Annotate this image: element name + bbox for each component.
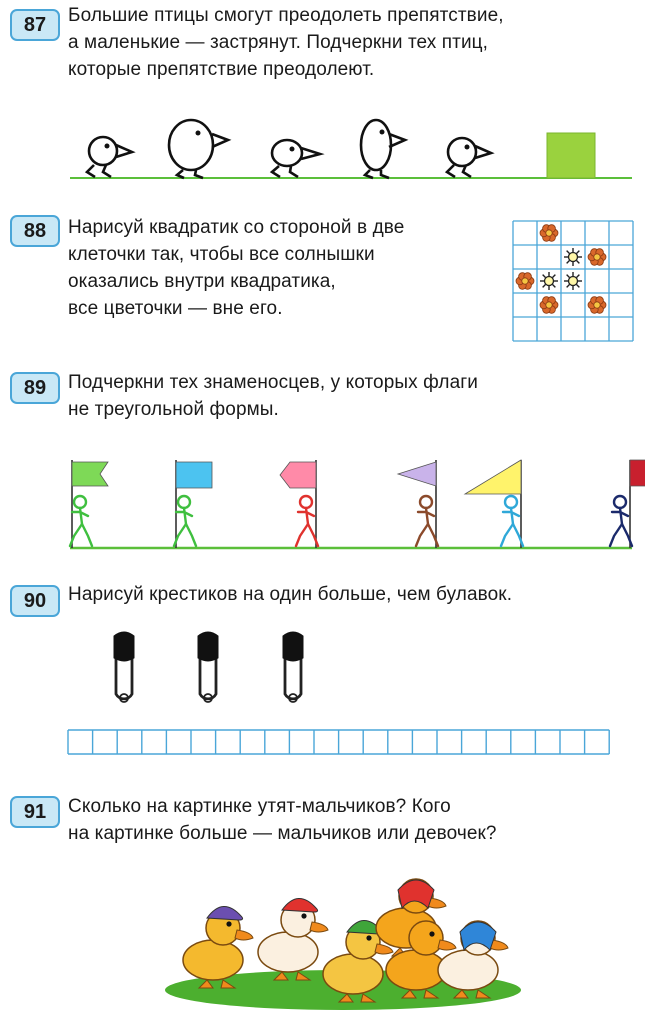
task-text-89: Подчеркни тех знаменосцев, у которых фла… xyxy=(68,372,479,420)
flag-triangle xyxy=(396,461,437,487)
sun-icon xyxy=(540,272,558,290)
task-number-89: 89 xyxy=(10,372,60,404)
duckling-2-boy xyxy=(257,898,329,981)
suns-flowers-grid[interactable] xyxy=(512,220,634,342)
sun-icon xyxy=(564,248,582,266)
task-text-87: Большие птицы смогут преодолеть препятст… xyxy=(68,5,504,80)
bird-small-1 xyxy=(84,135,136,179)
flag-triangle xyxy=(463,459,522,495)
bird-small-3 xyxy=(444,136,495,179)
flag-bearer-3 xyxy=(279,460,320,548)
flag-bearer-6 xyxy=(608,459,645,548)
flag-rectangle xyxy=(629,459,645,487)
safety-pin-icon xyxy=(197,631,219,703)
task-text-91: Сколько на картинке утят-мальчиков? Кого… xyxy=(68,796,497,844)
task-text-90: Нарисуй крестиков на один больше, чем бу… xyxy=(68,584,513,605)
ducklings-illustration xyxy=(165,878,521,1010)
flower-icon xyxy=(587,248,607,266)
birds-obstacle-illustration xyxy=(70,118,632,180)
task-number-87: 87 xyxy=(10,9,60,41)
flag-bearer-5 xyxy=(463,459,525,548)
safety-pin-icon xyxy=(113,631,135,703)
duckling-6-girl xyxy=(437,920,509,999)
flag-bearers-illustration xyxy=(68,459,645,550)
walking-figure xyxy=(608,494,634,548)
flag-swallowtail xyxy=(71,461,109,487)
obstacle-square xyxy=(546,132,596,179)
task-number-88: 88 xyxy=(10,215,60,247)
duckling-3-boy xyxy=(322,920,394,1003)
safety-pin-icon xyxy=(282,631,304,703)
walking-figure xyxy=(294,494,320,548)
flower-icon xyxy=(515,272,535,290)
walking-figure xyxy=(68,494,94,548)
duckling-5-girl xyxy=(385,920,457,999)
flag-rectangle xyxy=(175,461,213,489)
walking-figure xyxy=(172,494,198,548)
flag-bearer-4 xyxy=(396,460,440,548)
flag-pentagon xyxy=(279,461,317,489)
walking-figure xyxy=(414,494,440,548)
bird-small-2 xyxy=(269,138,325,179)
task-number-90: 90 xyxy=(10,585,60,617)
flag-bearer-2 xyxy=(172,460,213,548)
flag-bearer-1 xyxy=(68,460,109,548)
flower-icon xyxy=(539,296,559,314)
walking-figure xyxy=(499,494,525,548)
task-text-88: Нарисуй квадратик со стороной в две клет… xyxy=(68,217,405,319)
flower-icon xyxy=(539,224,559,242)
sun-icon xyxy=(564,272,582,290)
bird-big-2 xyxy=(359,118,409,180)
duckling-1-boy xyxy=(182,906,254,989)
task-number-91: 91 xyxy=(10,796,60,828)
bird-big-1 xyxy=(167,118,232,180)
flower-icon xyxy=(587,296,607,314)
safety-pins-illustration xyxy=(113,631,304,703)
answer-grid-strip[interactable] xyxy=(67,728,628,758)
